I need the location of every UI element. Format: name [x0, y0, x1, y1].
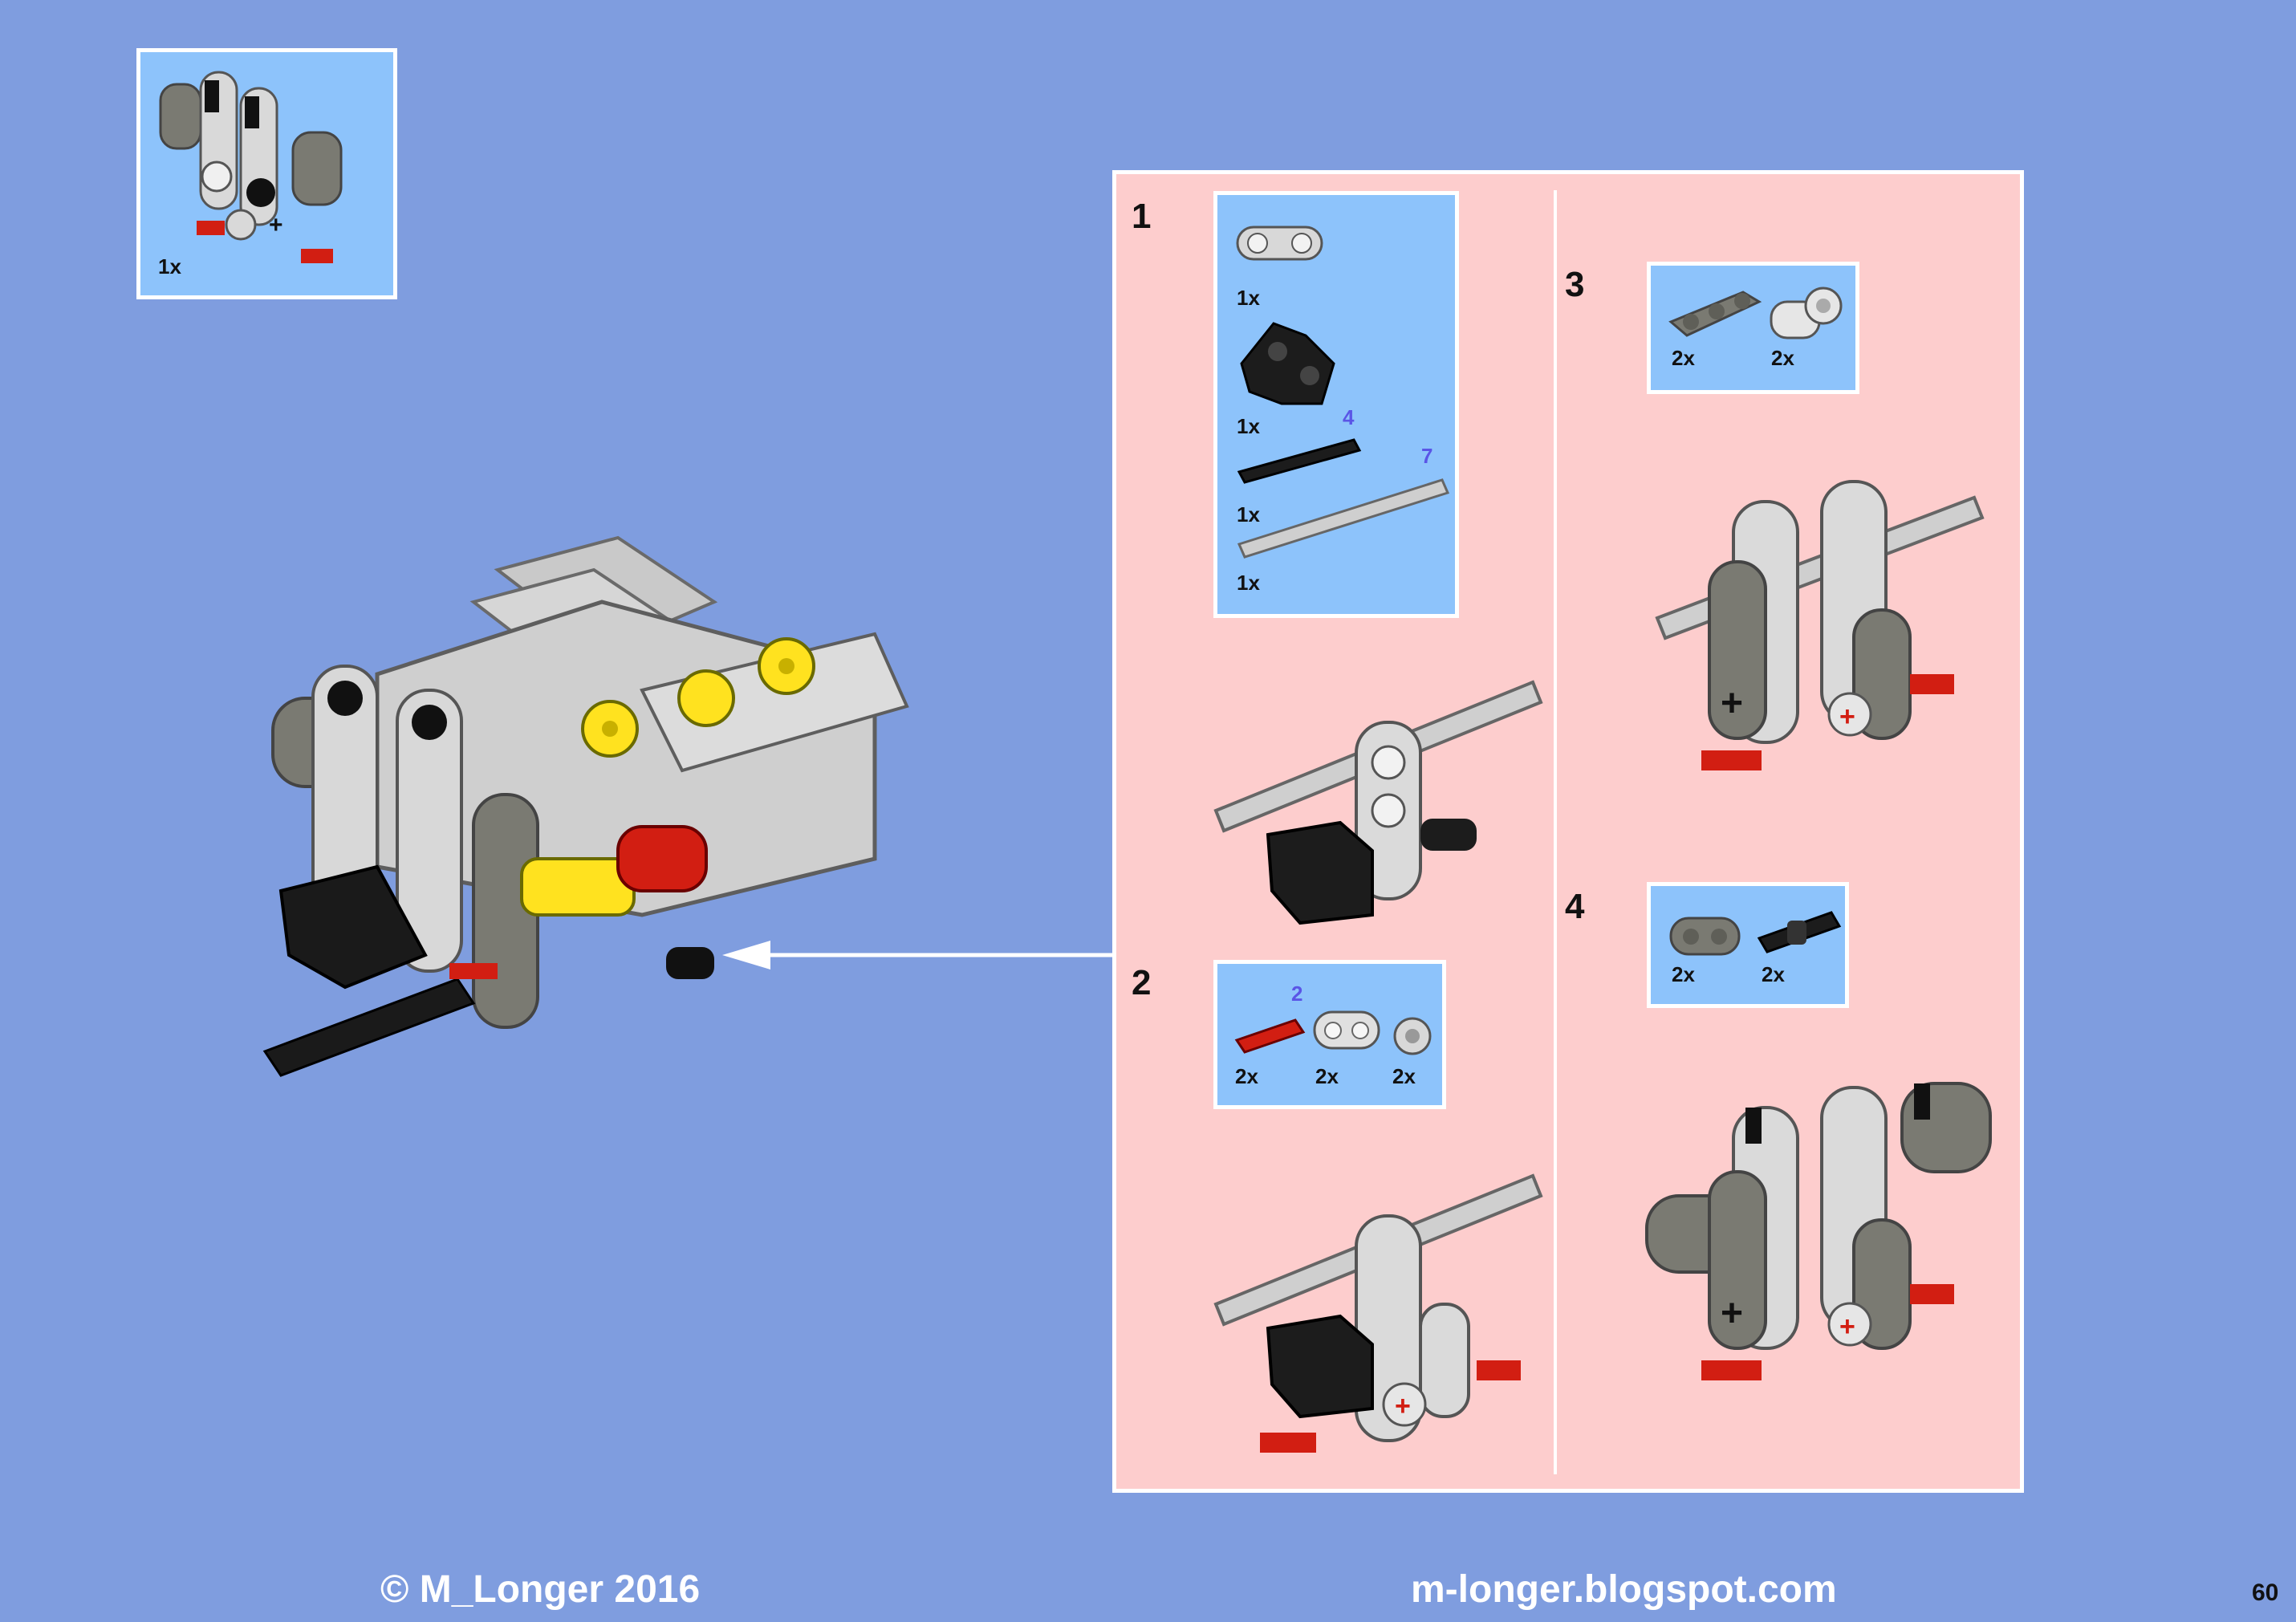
- dark-gray-beam-2-icon: [1669, 917, 1741, 956]
- steps-divider: [1554, 190, 1557, 1474]
- step1-assembly-model-icon: [1213, 680, 1543, 925]
- part-quantity: 2x: [1762, 962, 1785, 986]
- part-quantity: 2x: [1235, 1064, 1258, 1088]
- axle-length-label: 7: [1421, 444, 1433, 468]
- svg-text:+: +: [269, 212, 283, 238]
- black-steering-arm-icon: [1240, 322, 1335, 405]
- part-quantity: 1x: [1237, 286, 1260, 310]
- step4-parts-callout: 2x 2x: [1647, 882, 1849, 1008]
- step-number-3: 3: [1565, 265, 1585, 304]
- svg-text:+: +: [1721, 682, 1743, 725]
- svg-text:+: +: [1721, 1292, 1743, 1335]
- step4-assembly-model-icon: + +: [1645, 1082, 1992, 1380]
- assembly-arrow: [722, 941, 1115, 970]
- subassembly-model-icon: +: [159, 71, 343, 263]
- light-gray-beam-2-icon: [1313, 1010, 1380, 1050]
- website-link[interactable]: m-longer.blogspot.com: [1411, 1568, 1837, 1611]
- part-quantity: 1x: [1237, 571, 1260, 595]
- step-number-4: 4: [1565, 887, 1585, 926]
- subassembly-quantity: 1x: [158, 254, 181, 278]
- part-quantity: 2x: [1315, 1064, 1339, 1088]
- part-quantity: 2x: [1771, 346, 1794, 370]
- part-quantity: 2x: [1672, 346, 1695, 370]
- dark-gray-beam-3-icon: [1668, 291, 1762, 337]
- gray-axle-7-icon: [1237, 478, 1450, 559]
- step3-parts-callout: 2x 2x: [1647, 262, 1859, 394]
- black-axle-4-icon: [1237, 438, 1362, 484]
- page-number: 60: [2252, 1579, 2279, 1606]
- step2-parts-callout: 2 2x 2x 2x: [1213, 960, 1446, 1109]
- bush-icon: [1393, 1017, 1432, 1055]
- axle-length-label: 4: [1343, 405, 1355, 429]
- copyright-text: © M_Longer 2016: [380, 1568, 701, 1611]
- step-number-1: 1: [1132, 197, 1152, 236]
- black-pin-icon: [1757, 911, 1842, 953]
- part-quantity: 1x: [1237, 502, 1260, 526]
- part-quantity: 2x: [1672, 962, 1695, 986]
- svg-text:+: +: [1395, 1391, 1411, 1421]
- subassembly-callout: + 1x: [136, 48, 397, 299]
- step3-assembly-model-icon: + +: [1655, 480, 1985, 770]
- axle-pin-connector-icon: [1770, 287, 1843, 339]
- svg-text:+: +: [1839, 701, 1855, 732]
- step1-parts-callout: 1x 1x 4 1x 7 1x: [1213, 191, 1459, 618]
- red-axle-2-icon: [1234, 1018, 1306, 1054]
- step-number-2: 2: [1132, 963, 1152, 1002]
- axle-length-label: 2: [1291, 982, 1303, 1006]
- part-quantity: 2x: [1392, 1064, 1416, 1088]
- main-engine-model-icon: [262, 535, 909, 1077]
- svg-text:+: +: [1839, 1311, 1855, 1342]
- step2-assembly-model-icon: +: [1213, 1173, 1543, 1453]
- part-quantity: 1x: [1237, 414, 1260, 438]
- axle-joiner-perpendicular-icon: [1236, 226, 1323, 261]
